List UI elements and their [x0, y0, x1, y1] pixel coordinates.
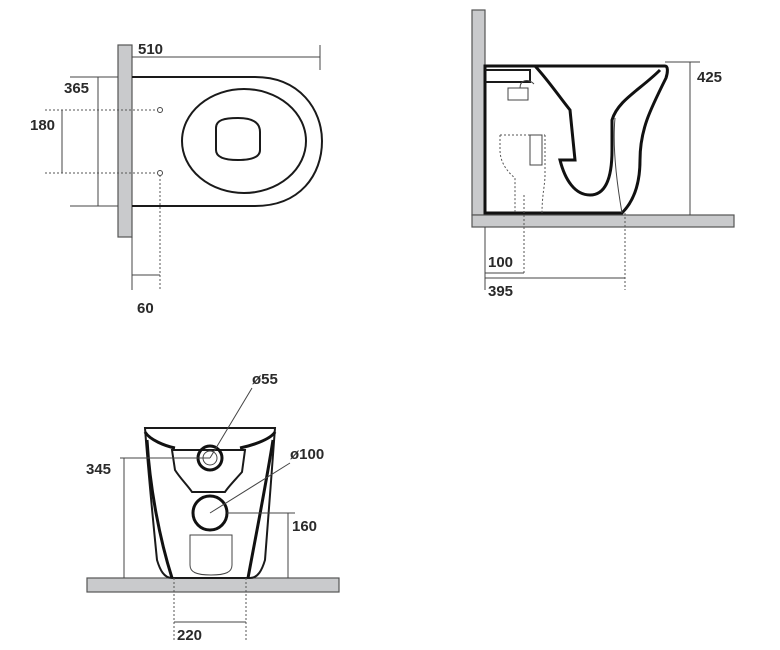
top-view: 510 365 180 60	[30, 41, 324, 317]
side-view-floor	[471, 214, 735, 228]
top-view-fixing-hole-upper	[157, 107, 163, 113]
dim-label-base-width: 220	[177, 627, 202, 644]
dim-label-inlet-height: 345	[86, 461, 111, 478]
leader-ø100	[209, 462, 291, 514]
rear-view-inner-panel	[170, 449, 247, 493]
dim-label-height: 425	[697, 69, 722, 86]
top-view-inner-bowl	[215, 116, 261, 162]
top-view-bowl-outline	[132, 76, 324, 207]
side-view: 425 100 395	[471, 9, 735, 300]
side-view-flush-inlet	[507, 87, 529, 101]
side-view-outlet-flange	[529, 134, 543, 166]
dim-label-inlet-diameter: ø55	[252, 371, 278, 388]
dim-label-length: 510	[138, 41, 163, 58]
side-view-wall	[471, 9, 486, 216]
dim-label-outlet-diameter: ø100	[290, 446, 324, 463]
side-view-seat	[485, 69, 531, 83]
dim-label-depth: 395	[488, 283, 513, 300]
side-view-bowl-outline	[483, 64, 669, 215]
side-view-outlet-pipe	[499, 134, 546, 214]
side-view-inner-rear	[613, 117, 623, 214]
rear-view-floor	[86, 577, 340, 593]
leader-ø55	[209, 387, 253, 459]
dim-label-wall-offset: 60	[137, 300, 154, 317]
rear-view-lower-slot	[189, 534, 233, 576]
rear-view: ø55 ø100 345 160 220	[86, 371, 340, 644]
side-view-trapway	[533, 64, 662, 197]
dim-label-outlet-offset: 100	[488, 254, 513, 271]
dim-label-fixing-depth: 365	[64, 80, 89, 97]
rear-view-body-outline	[143, 427, 277, 579]
top-view-seat-opening	[181, 88, 307, 194]
side-view-flush-pipe	[519, 80, 535, 89]
rear-view-body-profile	[143, 431, 277, 579]
dim-label-fixing-spacing: 180	[30, 117, 55, 134]
dim-label-outlet-height: 160	[292, 518, 317, 535]
top-view-fixing-hole-lower	[157, 170, 163, 176]
top-view-wall	[117, 44, 133, 238]
